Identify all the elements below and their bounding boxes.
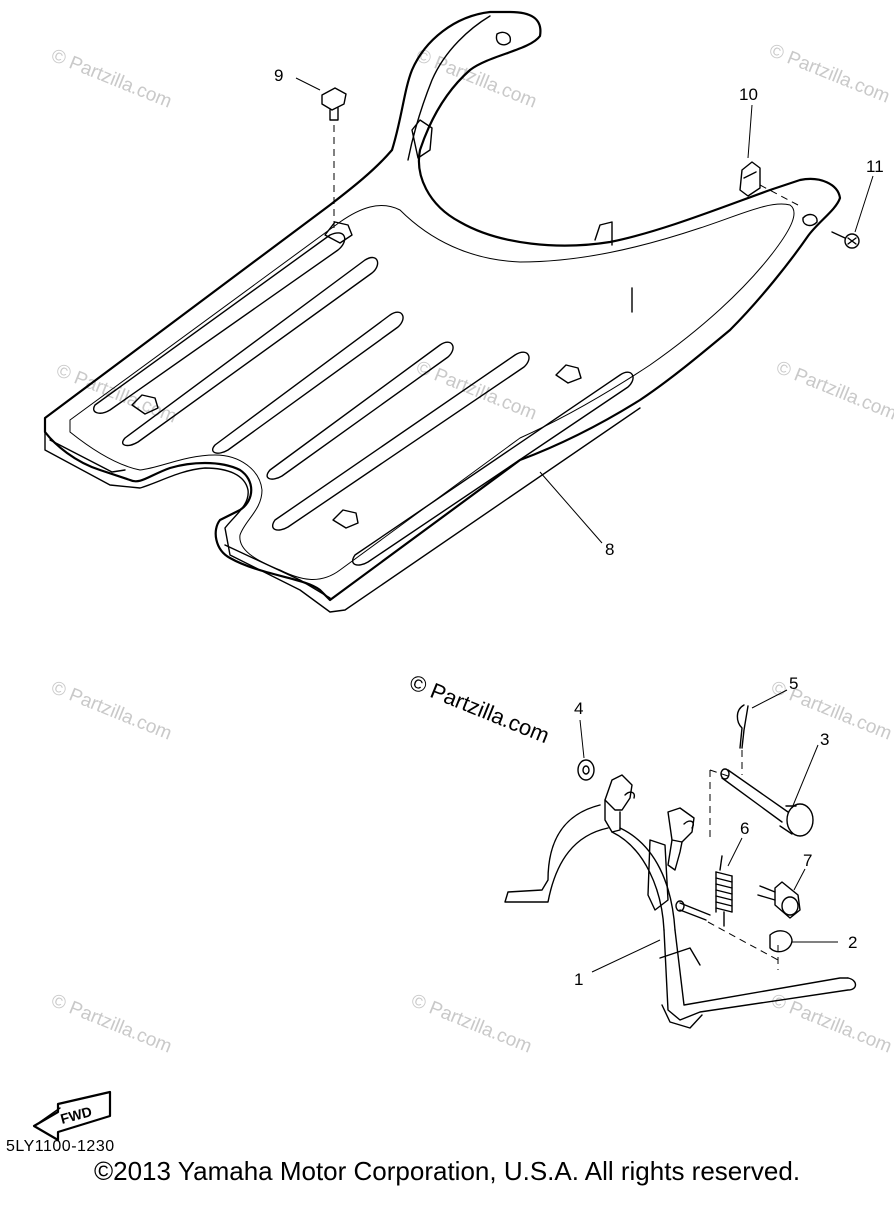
- bolt-part-7: [757, 881, 801, 919]
- callout-1: 1: [574, 970, 583, 989]
- watermark-center: © Partzilla.com: [406, 669, 553, 748]
- watermark: © Partzilla.com: [48, 990, 175, 1057]
- main-stand-part-1: [504, 774, 857, 1029]
- stopper-part-2: [769, 930, 793, 953]
- leader-lines: [295, 77, 874, 973]
- watermark: © Partzilla.com: [773, 357, 894, 424]
- watermark: © Partzilla.com: [408, 990, 535, 1057]
- pivot-shaft-part-3: [720, 768, 814, 837]
- clip-nut-part-10: [739, 161, 761, 197]
- forward-arrow-icon: FWD: [32, 1090, 112, 1142]
- watermark: © Partzilla.com: [768, 677, 894, 744]
- watermark: © Partzilla.com: [53, 360, 180, 427]
- watermark: © Partzilla.com: [768, 990, 894, 1057]
- footrest-board-part-8: [43, 10, 842, 613]
- callout-11: 11: [866, 157, 884, 176]
- callout-8: 8: [605, 540, 614, 559]
- screw-part-11: [831, 231, 860, 249]
- watermark-group: © Partzilla.com © Partzilla.com © Partzi…: [48, 40, 894, 1057]
- callout-3: 3: [820, 730, 829, 749]
- callout-6: 6: [740, 819, 749, 838]
- copyright-notice: ©2013 Yamaha Motor Corporation, U.S.A. A…: [93, 1156, 801, 1186]
- callout-2: 2: [848, 933, 857, 952]
- watermark: © Partzilla.com: [766, 40, 893, 107]
- watermark: © Partzilla.com: [413, 357, 540, 424]
- callout-9: 9: [274, 66, 283, 85]
- diagram-code: 5LY1100-1230: [6, 1138, 115, 1155]
- callout-5: 5: [789, 674, 798, 693]
- shaft-guide-line-2: [709, 769, 729, 777]
- washer-part-4: [577, 759, 595, 781]
- bolt-part-9: [321, 87, 347, 121]
- stopper-guide-line: [707, 921, 779, 961]
- callout-4: 4: [574, 699, 583, 718]
- spring-part-6: [715, 855, 733, 927]
- cotter-pin-part-5: [736, 704, 749, 749]
- callout-7: 7: [803, 851, 812, 870]
- watermark: © Partzilla.com: [48, 45, 175, 112]
- watermark: © Partzilla.com: [48, 677, 175, 744]
- callout-10: 10: [739, 85, 758, 104]
- fwd-label: FWD: [59, 1103, 94, 1127]
